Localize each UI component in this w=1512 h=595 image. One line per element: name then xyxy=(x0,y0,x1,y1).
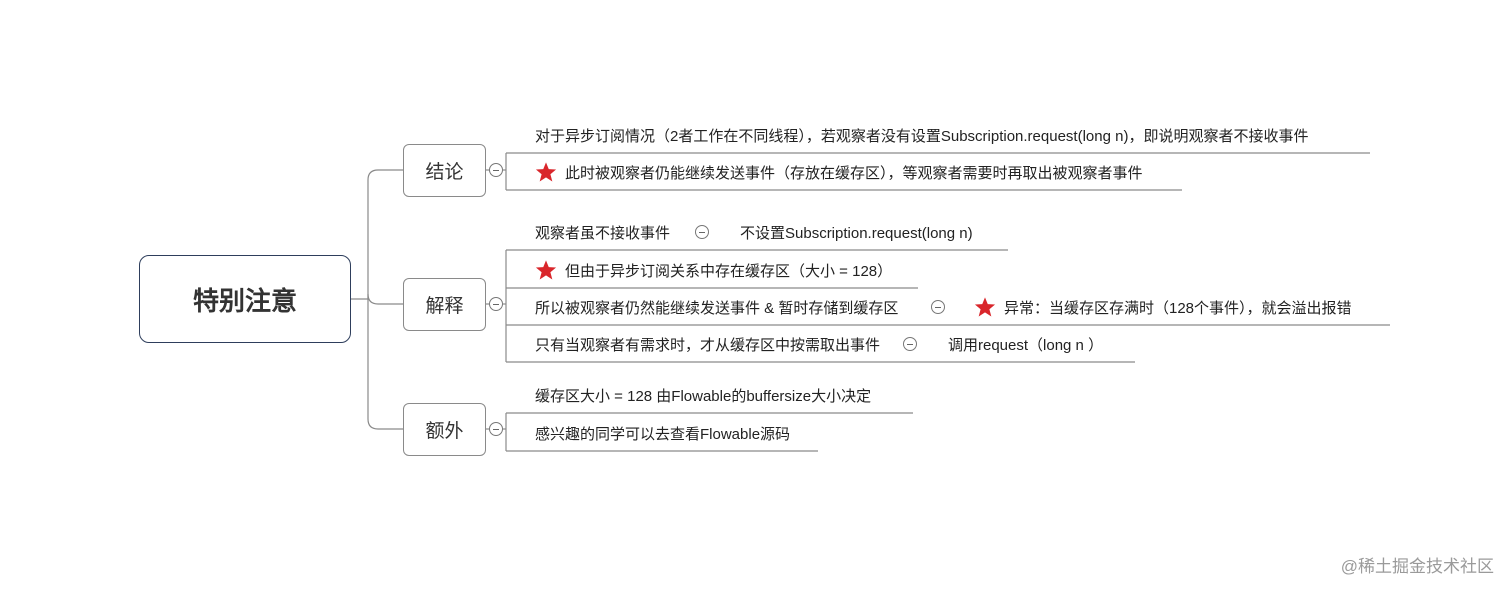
branch-label: 解释 xyxy=(425,296,464,317)
branch-label: 结论 xyxy=(425,162,464,183)
branch-node-0[interactable]: 结论 xyxy=(403,144,486,197)
leaf-collapse-button[interactable] xyxy=(931,300,945,314)
leaf-child-item-text: 调用request（long n ） xyxy=(948,336,1104,354)
branch-node-2[interactable]: 额外 xyxy=(403,403,486,456)
leaf-item[interactable]: 但由于异步订阅关系中存在缓存区（大小 = 128） xyxy=(535,259,892,281)
connector-line xyxy=(367,293,403,305)
leaf-child-item-text: 异常：当缓存区存满时（128个事件），就会溢出报错 xyxy=(1004,299,1352,317)
star-icon xyxy=(535,260,557,280)
leaf-child-item[interactable]: 异常：当缓存区存满时（128个事件），就会溢出报错 xyxy=(974,296,1352,318)
leaf-item-text: 只有当观察者有需求时，才从缓存区中按需取出事件 xyxy=(535,336,881,354)
leaf-item[interactable]: 对于异步订阅情况（2者工作在不同线程），若观察者没有设置Subscription… xyxy=(535,124,1308,146)
branch-node-1[interactable]: 解释 xyxy=(403,278,486,331)
star-icon xyxy=(974,297,996,317)
leaf-item-text: 观察者虽不接收事件 xyxy=(535,224,671,242)
branch-collapse-button[interactable] xyxy=(489,297,503,311)
star-icon xyxy=(535,162,557,182)
watermark: @稀土掘金技术社区 xyxy=(1340,557,1494,576)
leaf-collapse-button[interactable] xyxy=(695,225,709,239)
leaf-item-text: 对于异步订阅情况（2者工作在不同线程），若观察者没有设置Subscription… xyxy=(535,127,1309,145)
leaf-item[interactable]: 缓存区大小 = 128 由Flowable的buffersize大小决定 xyxy=(535,384,871,406)
leaf-item-text: 所以被观察者仍然能继续发送事件 & 暂时存储到缓存区 xyxy=(535,299,899,317)
root-node[interactable]: 特别注意 xyxy=(139,255,351,343)
leaf-item[interactable]: 观察者虽不接收事件 xyxy=(535,221,670,243)
leaf-item[interactable]: 感兴趣的同学可以去查看Flowable源码 xyxy=(535,422,790,444)
branch-collapse-button[interactable] xyxy=(489,163,503,177)
leaf-item[interactable]: 此时被观察者仍能继续发送事件（存放在缓存区），等观察者需要时再取出被观察者事件 xyxy=(535,161,1143,183)
connector-line xyxy=(367,169,403,299)
leaf-item-text: 但由于异步订阅关系中存在缓存区（大小 = 128） xyxy=(565,262,893,280)
branch-collapse-button[interactable] xyxy=(489,422,503,436)
leaf-item[interactable]: 只有当观察者有需求时，才从缓存区中按需取出事件 xyxy=(535,333,880,355)
connector-line xyxy=(367,299,403,430)
leaf-child-item[interactable]: 不设置Subscription.request(long n) xyxy=(740,221,973,243)
root-label: 特别注意 xyxy=(192,285,297,316)
leaf-child-item[interactable]: 调用request（long n ） xyxy=(948,333,1103,355)
branch-label: 额外 xyxy=(425,421,464,442)
leaf-item-text: 感兴趣的同学可以去查看Flowable源码 xyxy=(535,425,791,443)
leaf-item-text: 缓存区大小 = 128 由Flowable的buffersize大小决定 xyxy=(535,387,872,405)
leaf-child-item-text: 不设置Subscription.request(long n) xyxy=(740,224,973,242)
leaf-item[interactable]: 所以被观察者仍然能继续发送事件 & 暂时存储到缓存区 xyxy=(535,296,898,318)
leaf-item-text: 此时被观察者仍能继续发送事件（存放在缓存区），等观察者需要时再取出被观察者事件 xyxy=(565,164,1143,182)
leaf-collapse-button[interactable] xyxy=(903,337,917,351)
